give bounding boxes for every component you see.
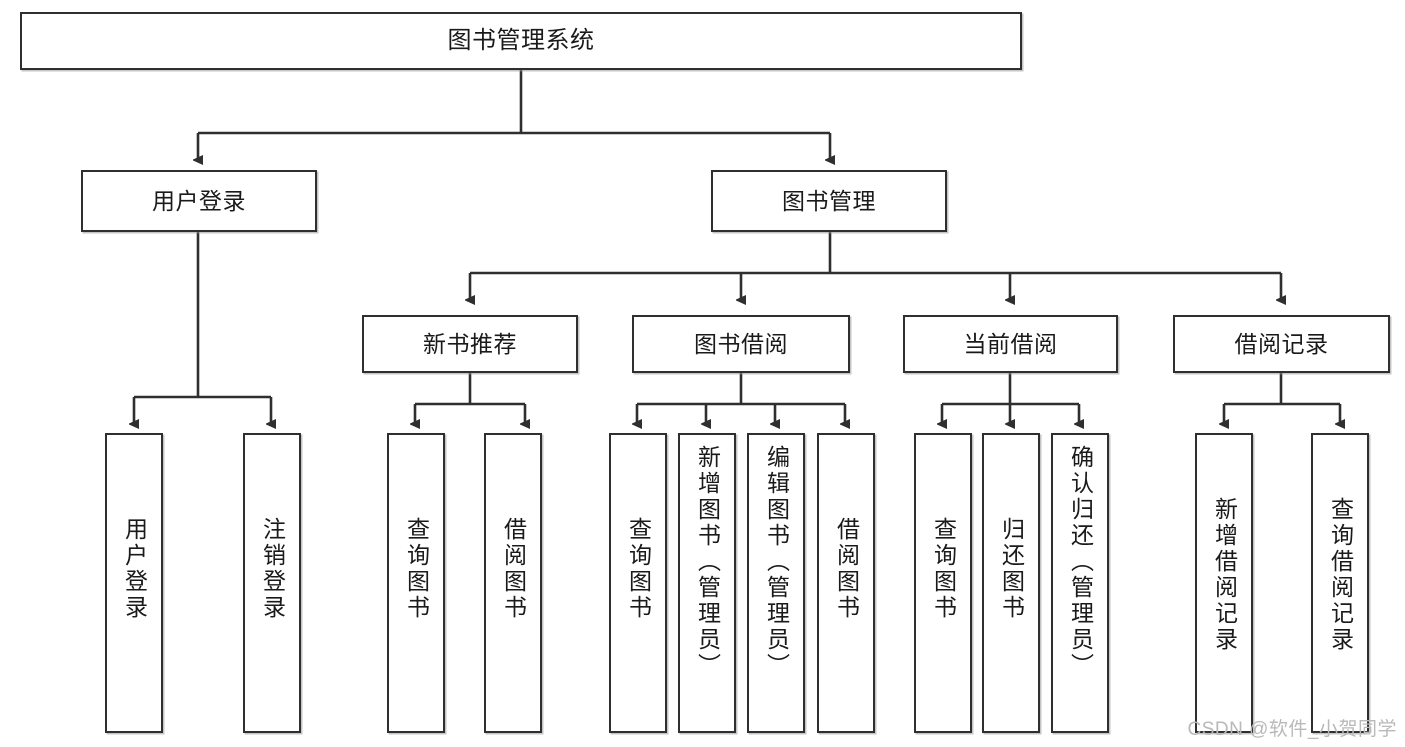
node-book-borrow[interactable]: 图书借阅	[632, 315, 850, 373]
node-label: 注销登录	[259, 517, 286, 621]
leaf-borrow-record-query-record[interactable]: 查询借阅记录	[1311, 433, 1369, 733]
node-label: 用户登录	[152, 187, 246, 214]
node-label: 查询图书	[625, 517, 652, 621]
node-current-borrow[interactable]: 当前借阅	[903, 315, 1118, 373]
node-label: 图书借阅	[694, 330, 788, 357]
node-book-management[interactable]: 图书管理	[711, 170, 947, 232]
node-label: 查询图书	[403, 517, 430, 621]
node-label: 新书推荐	[423, 330, 517, 357]
leaf-current-borrow-return-book[interactable]: 归还图书	[982, 433, 1040, 733]
leaf-borrow-record-add-record[interactable]: 新增借阅记录	[1195, 433, 1253, 733]
node-label: 借阅图书	[833, 517, 860, 621]
leaf-book-borrow-edit-book-admin[interactable]: 编辑图书（管理员）	[747, 433, 805, 733]
leaf-book-borrow-query-book[interactable]: 查询图书	[609, 433, 667, 733]
node-label: 归还图书	[998, 517, 1025, 621]
node-label: 确认归还（管理员）	[1067, 445, 1094, 679]
leaf-new-book-query-book[interactable]: 查询图书	[387, 433, 445, 733]
node-label: 查询借阅记录	[1327, 497, 1354, 653]
node-label: 新增图书（管理员）	[694, 445, 721, 679]
node-label: 查询图书	[930, 517, 957, 621]
leaf-new-book-borrow-book[interactable]: 借阅图书	[484, 433, 542, 733]
node-user-login[interactable]: 用户登录	[81, 170, 317, 232]
node-root-book-management-system[interactable]: 图书管理系统	[20, 12, 1022, 70]
node-new-book-recommend[interactable]: 新书推荐	[362, 315, 578, 373]
node-label: 编辑图书（管理员）	[763, 445, 790, 679]
leaf-book-borrow-borrow-book[interactable]: 借阅图书	[817, 433, 875, 733]
node-label: 当前借阅	[963, 330, 1058, 357]
leaf-user-login-signout[interactable]: 注销登录	[243, 433, 301, 733]
node-label: 借阅记录	[1234, 330, 1329, 357]
node-label: 图书管理系统	[447, 27, 595, 55]
node-label: 图书管理	[782, 187, 876, 214]
node-label: 借阅图书	[500, 517, 527, 621]
node-label: 新增借阅记录	[1211, 497, 1238, 653]
watermark-text: CSDN @软件_小贺同学	[1187, 719, 1397, 740]
leaf-user-login-signin[interactable]: 用户登录	[105, 433, 163, 733]
leaf-book-borrow-add-book-admin[interactable]: 新增图书（管理员）	[678, 433, 736, 733]
leaf-current-borrow-query-book[interactable]: 查询图书	[914, 433, 972, 733]
node-label: 用户登录	[121, 517, 148, 621]
node-borrow-record[interactable]: 借阅记录	[1173, 315, 1390, 373]
leaf-current-borrow-confirm-return-admin[interactable]: 确认归还（管理员）	[1051, 433, 1109, 733]
